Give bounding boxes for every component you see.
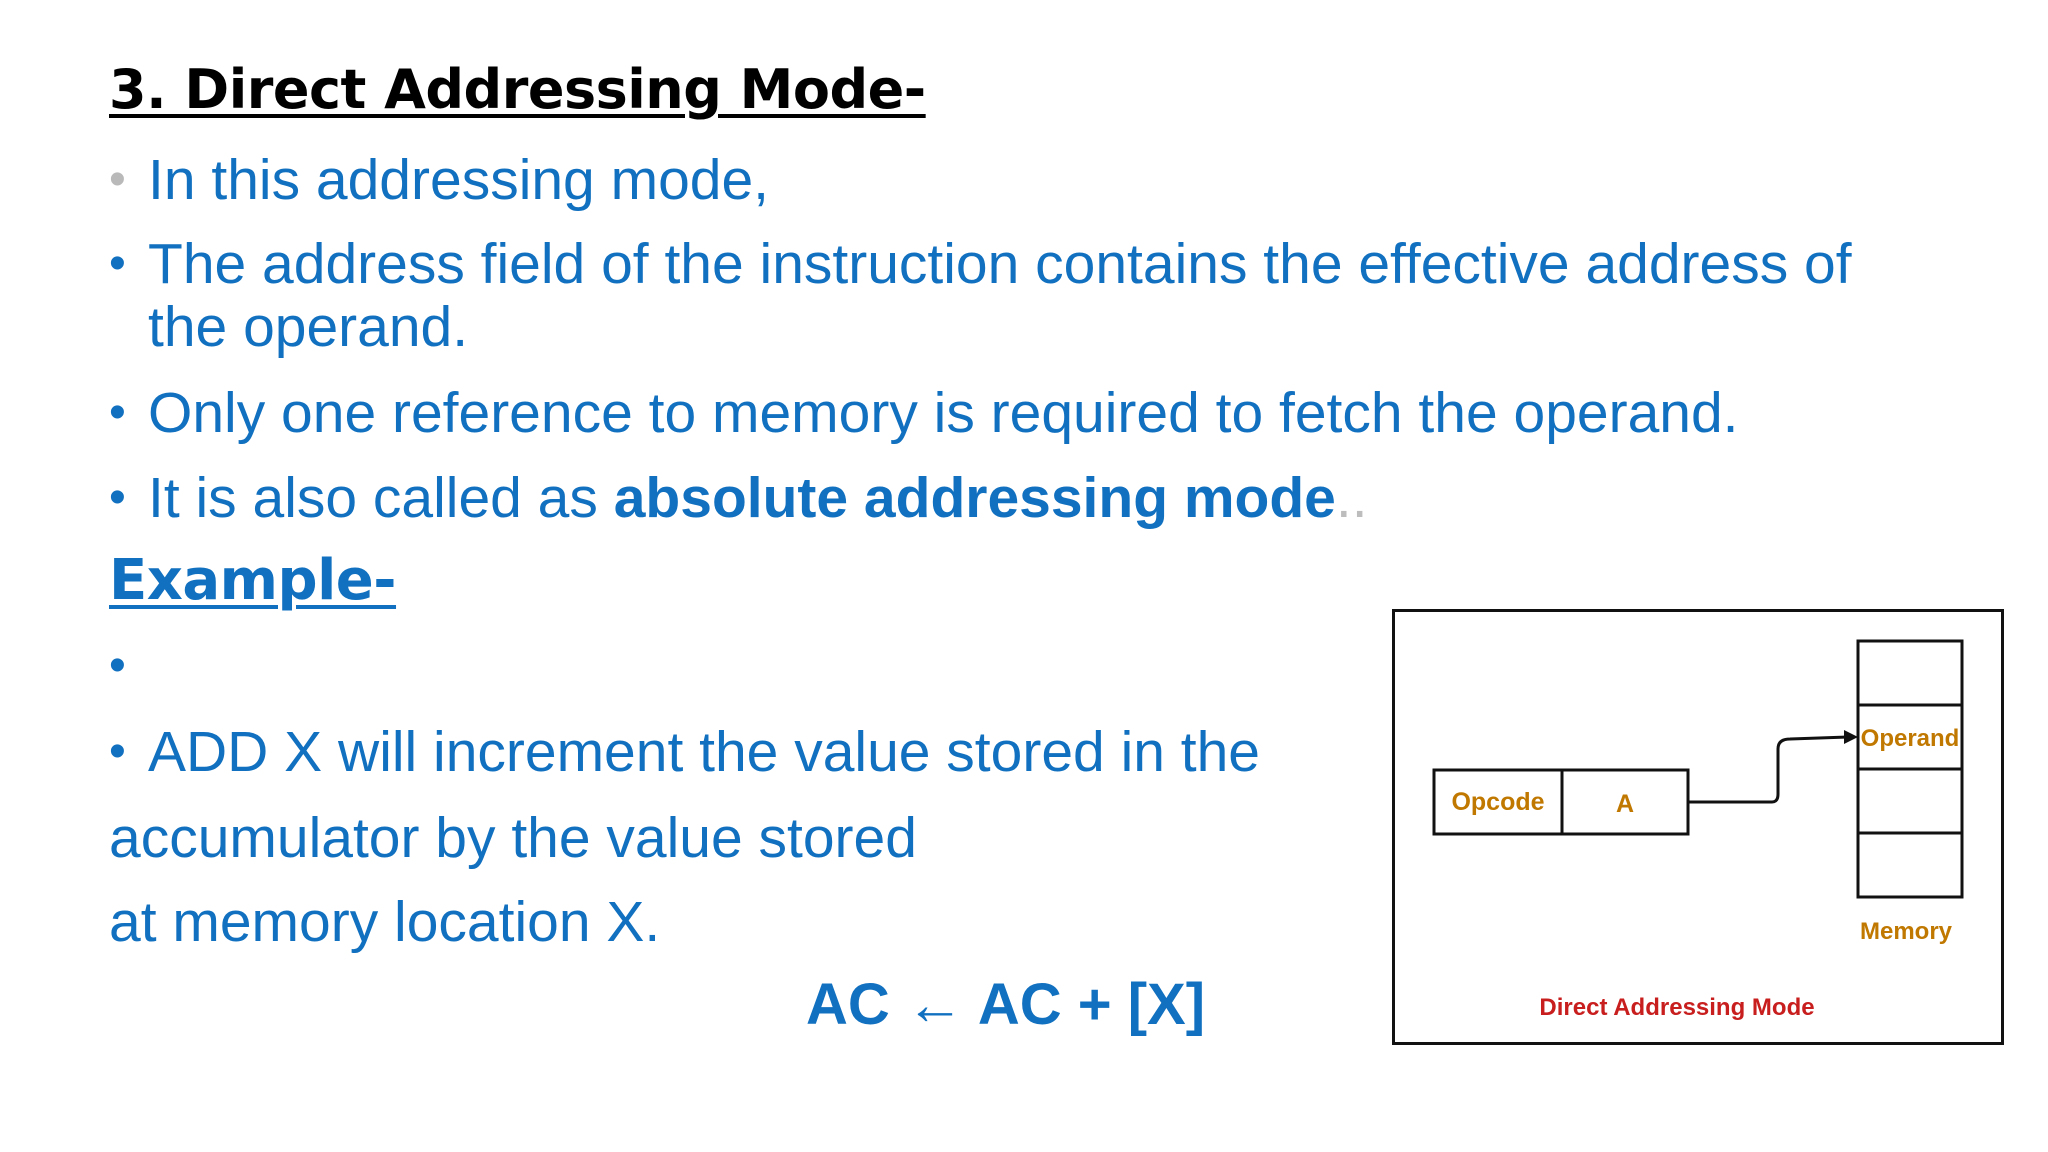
bullet-text-absolute-trail: .. [1335,466,1368,530]
opcode-field-label: Opcode [1451,788,1544,816]
bullet-text-absolute-prefix: It is also called as [148,466,614,530]
direct-addressing-diagram: Opcode A Operand Memory Direct Addressin… [1392,609,2004,1045]
bullet-dot-empty: • [109,639,126,692]
memory-cell [1856,767,1964,835]
slide-title: 3. Direct Addressing Mode- [109,58,926,121]
memory-label: Memory [1860,918,1953,945]
example-text-line3: at memory location X. [109,890,661,954]
bullet-dot: • [109,725,126,778]
bullet-dot: • [109,237,126,290]
formula: AC ← AC + [X] [806,972,1206,1037]
memory-cell [1856,639,1964,707]
memory-cell [1856,831,1964,899]
opcode-field-box [1432,768,1564,836]
diagram-caption: Direct Addressing Mode [1539,994,1814,1021]
bullet-text-intro: In this addressing mode, [148,148,770,212]
address-arrow [1688,735,1849,804]
bullet-text-absolute-bold: absolute addressing mode [613,466,1336,530]
bullet-text-absolute: It is also called as absolute addressing… [148,466,1368,530]
address-field-box [1560,768,1690,836]
bullet-text-address-field: The address field of the instruction con… [148,232,1852,296]
bullet-text-address-field-cont: the operand. [148,295,469,359]
memory-cell-operand [1856,703,1964,771]
example-text-line1: ADD X will increment the value stored in… [148,720,1261,784]
operand-label: Operand [1861,725,1960,752]
bullet-dot: • [109,386,126,439]
bullet-dot: • [109,471,126,524]
example-heading: Example- [109,548,397,613]
address-field-label: A [1616,790,1634,818]
bullet-dot: • [109,153,126,206]
arrow-head-icon [1844,730,1858,744]
example-text-line2: accumulator by the value stored [109,806,917,870]
bullet-text-memory-reference: Only one reference to memory is required… [148,381,1739,445]
